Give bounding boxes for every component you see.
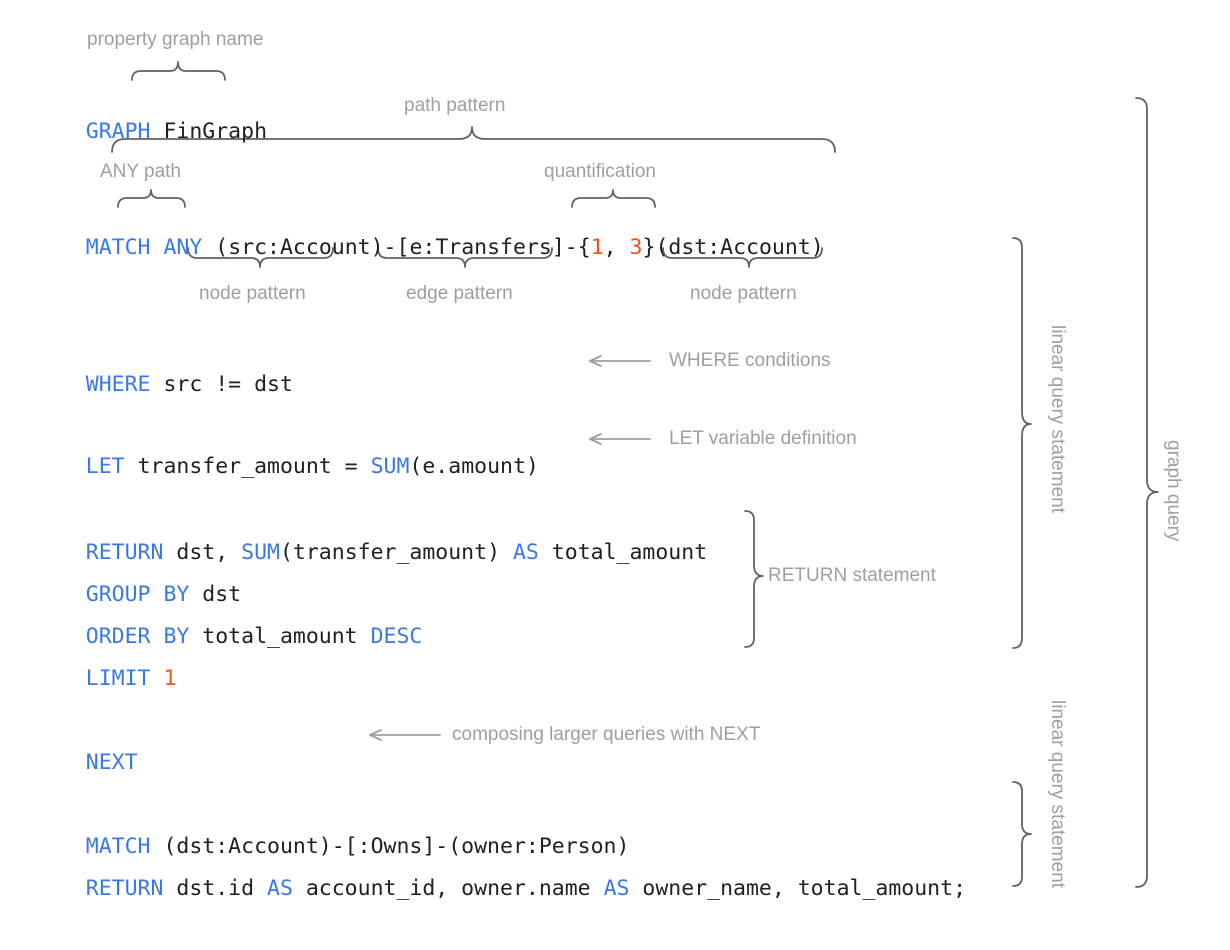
- quantifier-comma: ,: [603, 235, 630, 260]
- edge-pattern-text: [e:Transfers]: [396, 235, 565, 260]
- where-condition-text: src != dst: [150, 372, 293, 397]
- code-line-match-2: MATCH (dst:Account)-[:Owns]-(owner:Perso…: [34, 805, 630, 889]
- label-graph-query: graph query: [1163, 440, 1184, 542]
- space-3: [151, 666, 164, 691]
- brace-any-path: [117, 189, 186, 208]
- label-node-pattern-1: node pattern: [199, 283, 306, 304]
- function-sum: SUM: [370, 454, 410, 479]
- label-linear-query-statement-1: linear query statement: [1047, 325, 1068, 513]
- keyword-order-by: ORDER BY: [85, 624, 190, 649]
- keyword-match: MATCH: [85, 834, 151, 859]
- let-assign-text: transfer_amount =: [124, 454, 371, 479]
- keyword-as: AS: [267, 876, 293, 901]
- keyword-as: AS: [512, 540, 539, 565]
- return-2-tail-text: owner_name, total_amount;: [629, 876, 967, 901]
- label-quantification: quantification: [544, 161, 656, 182]
- keyword-return: RETURN: [85, 876, 164, 901]
- code-line-return-1: RETURN dst, SUM(transfer_amount) AS tota…: [34, 511, 707, 595]
- brace-quantification: [571, 189, 656, 208]
- brace-linear-query-statement-1: [1012, 237, 1032, 649]
- quantifier-max: 3: [629, 235, 643, 260]
- label-edge-pattern: edge pattern: [406, 283, 513, 304]
- node-pattern-src-text: (src:Account): [215, 235, 384, 260]
- label-any-path: ANY path: [100, 161, 181, 182]
- label-linear-query-statement-2: linear query statement: [1047, 700, 1068, 888]
- keyword-limit: LIMIT: [85, 666, 151, 691]
- quantifier-close-brace: }: [642, 235, 656, 260]
- space-2: [202, 235, 215, 260]
- return-list-text: dst,: [163, 540, 242, 565]
- quantifier-open-brace: {: [577, 235, 591, 260]
- brace-return-statement: [744, 510, 764, 648]
- brace-property-graph-name: [131, 61, 226, 81]
- space-1: [151, 235, 164, 260]
- return-sum-args-text: (transfer_amount): [279, 540, 513, 565]
- node-pattern-dst-text: (dst:Account): [655, 235, 824, 260]
- brace-graph-query: [1135, 97, 1159, 888]
- label-path-pattern: path pattern: [404, 95, 506, 116]
- label-composing-with-next: composing larger queries with NEXT: [452, 724, 761, 745]
- return-2-col-2-text: account_id, owner.name: [292, 876, 604, 901]
- dash-1: -: [383, 235, 397, 260]
- dash-2: -: [564, 235, 578, 260]
- quantifier-min: 1: [590, 235, 604, 260]
- code-line-group-by: GROUP BY dst: [34, 553, 241, 637]
- code-line-next: NEXT: [34, 721, 138, 805]
- return-alias-text: total_amount: [538, 540, 708, 565]
- keyword-return: RETURN: [85, 540, 164, 565]
- return-2-col-1-text: dst.id: [163, 876, 268, 901]
- keyword-next: NEXT: [85, 750, 138, 775]
- keyword-group-by: GROUP BY: [85, 582, 190, 607]
- code-line-return-2: RETURN dst.id AS account_id, owner.name …: [34, 847, 966, 931]
- code-line-let: LET transfer_amount = SUM(e.amount): [34, 425, 539, 509]
- code-line-limit: LIMIT 1: [34, 637, 177, 721]
- code-line-where: WHERE src != dst: [34, 343, 293, 427]
- code-line-match: MATCH ANY (src:Account)-[e:Transfers]-{1…: [34, 206, 824, 290]
- label-where-conditions: WHERE conditions: [669, 350, 831, 371]
- keyword-let: LET: [85, 454, 125, 479]
- function-sum: SUM: [241, 540, 280, 565]
- code-line-order-by: ORDER BY total_amount DESC: [34, 595, 423, 679]
- code-line-graph: GRAPH FinGraph: [34, 90, 267, 174]
- let-args-text: (e.amount): [409, 454, 539, 479]
- keyword-as: AS: [603, 876, 630, 901]
- match-2-pattern-text: (dst:Account)-[:Owns]-(owner:Person): [150, 834, 630, 859]
- label-node-pattern-2: node pattern: [690, 283, 797, 304]
- label-let-variable-definition: LET variable definition: [669, 428, 857, 449]
- label-property-graph-name: property graph name: [87, 29, 264, 50]
- limit-value: 1: [163, 666, 177, 691]
- group-by-key-text: dst: [189, 582, 242, 607]
- brace-linear-query-statement-2: [1012, 781, 1032, 887]
- order-by-key-text: total_amount: [189, 624, 371, 649]
- graph-name-text: FinGraph: [150, 119, 268, 144]
- keyword-any: ANY: [163, 235, 203, 260]
- keyword-graph: GRAPH: [85, 119, 151, 144]
- keyword-desc: DESC: [370, 624, 423, 649]
- keyword-match: MATCH: [85, 235, 151, 260]
- keyword-where: WHERE: [85, 372, 151, 397]
- label-return-statement: RETURN statement: [768, 565, 936, 586]
